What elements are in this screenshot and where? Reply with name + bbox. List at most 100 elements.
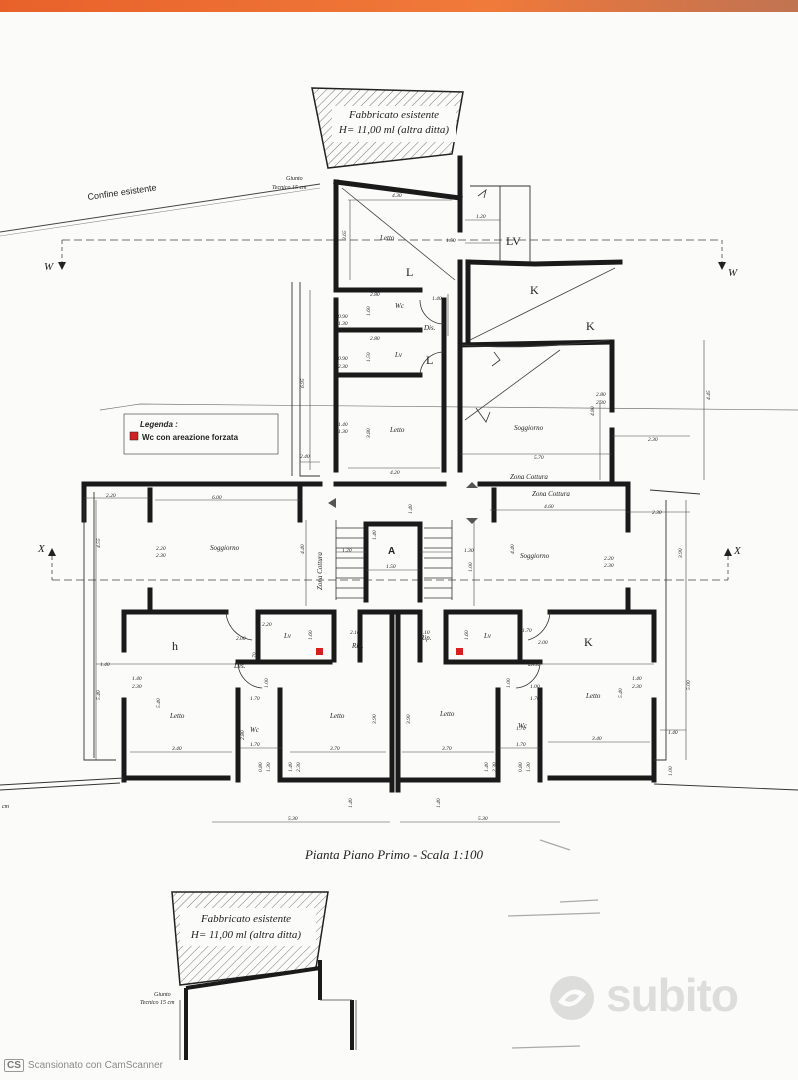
- dim-140b: 1.40: [338, 421, 348, 428]
- room-lv-right: Lv: [483, 632, 492, 640]
- section-w-right: W: [728, 267, 738, 279]
- dim-170d: 1.70: [516, 726, 526, 732]
- dim-140h: 1.40: [483, 762, 490, 772]
- dim-100b: 1.00: [264, 678, 270, 688]
- legend: Legenda : Wc con areazione forzata: [123, 413, 279, 455]
- joint-top-line2: Tecnico 15 cm: [272, 185, 307, 191]
- dim-460: 4.60: [544, 503, 554, 510]
- dim-080b: 0.80: [518, 762, 524, 772]
- dim-170c: 1.70: [516, 742, 526, 748]
- dim-140c2: 1.40: [407, 504, 414, 514]
- joint-top-line1: Giunto: [286, 176, 303, 182]
- section-w-left: W: [44, 261, 54, 273]
- existing-building-bottom-line1: Fabbricato esistente: [200, 913, 291, 925]
- dim-170a: 1.70: [522, 628, 532, 634]
- dim-230j: 2.30: [492, 762, 498, 772]
- handwritten-l-1: L: [406, 265, 413, 279]
- dim-100c: 1.00: [506, 678, 512, 688]
- room-zona-cottura-1: Zona Cottura: [510, 473, 548, 481]
- dim-140j: 1.40: [347, 798, 354, 808]
- dim-210b: 2.10: [420, 630, 430, 636]
- plan-caption: Pianta Piano Primo - Scala 1:100: [304, 847, 484, 862]
- wc-vent-mark-left: [316, 648, 323, 655]
- dim-140g: 1.40: [287, 762, 294, 772]
- dim-170f: 1.70: [530, 696, 540, 702]
- dim-455: 4.55: [95, 538, 102, 548]
- dim-370a: 3.70: [329, 746, 340, 752]
- dim-200a: 2.00: [236, 636, 246, 642]
- dim-340a: 3.40: [171, 745, 182, 752]
- legend-title: Legenda :: [140, 420, 178, 429]
- dim-280b: 2.80: [370, 336, 380, 342]
- walls: [81, 155, 657, 793]
- dim-090b: 0.90: [338, 356, 348, 362]
- cm-label: cm: [2, 804, 10, 810]
- dim-130e: 1.30: [526, 762, 532, 772]
- dim-570: 5.70: [534, 455, 544, 461]
- joint-bottom-line1: Giunto: [154, 992, 171, 998]
- dim-230f: 2.30: [604, 563, 614, 569]
- dim-540a: 5.40: [95, 690, 102, 700]
- existing-building-bottom-line2: H= 11,00 ml (altra ditta): [190, 929, 302, 941]
- room-letto-bc: Letto: [329, 712, 345, 720]
- wc-vent-mark-right: [456, 648, 463, 655]
- handwritten-h: h: [172, 639, 178, 653]
- dim-365: 3.65: [342, 230, 348, 241]
- dim-150b: 1.50: [366, 352, 372, 362]
- dim-440a: 4.40: [299, 544, 306, 554]
- dim-540b: 5.40: [155, 698, 162, 708]
- dim-130d: 1.30: [266, 762, 272, 772]
- dim-390a: 3.90: [678, 548, 684, 559]
- dim-140e: 1.40: [632, 675, 642, 682]
- subito-logo-icon: [550, 976, 594, 1020]
- dim-540c: 5.40: [617, 688, 624, 698]
- dim-230e: 2.30: [156, 553, 166, 559]
- dim-280c: 2.80: [596, 392, 606, 398]
- room-letto-top: Letto: [379, 234, 395, 242]
- dim-130a: 1.30: [338, 321, 348, 327]
- dim-530b: 5.30: [478, 816, 488, 822]
- room-stair-a: A: [388, 546, 395, 557]
- room-dis-left: Dis.: [233, 662, 246, 670]
- camscanner-badge: CS: [4, 1059, 24, 1072]
- dim-230a: 2.30: [338, 364, 348, 370]
- room-zona-cottura-2: Zona Cottura: [532, 490, 570, 498]
- dim-140f: 1.40: [668, 729, 678, 736]
- dim-220d: 2.20: [262, 622, 272, 628]
- dim-080a: 0.80: [258, 762, 264, 772]
- dim-140d: 1.40: [132, 675, 142, 682]
- room-wc-bl: Wc: [250, 726, 260, 734]
- dim-390c: 3.90: [406, 714, 412, 725]
- dim-230b: 2.30: [596, 400, 606, 406]
- room-dis-right: Dis.: [527, 660, 540, 668]
- dim-445: 4.45: [705, 390, 712, 400]
- dim-100e: 1.00: [668, 766, 674, 776]
- room-letto-mid: Letto: [389, 426, 405, 434]
- dim-380: 3.80: [366, 428, 372, 439]
- dim-530a: 5.30: [288, 816, 298, 822]
- room-zona-cottura-v: Zona Cottura: [316, 552, 324, 590]
- dim-150c: 1.50: [386, 564, 396, 570]
- room-lv-top: Lv: [394, 351, 403, 359]
- dim-240: 2.40: [300, 453, 310, 460]
- section-x-right: X: [733, 545, 742, 557]
- room-soggiorno-right: Soggiorno: [520, 552, 550, 560]
- dim-500: 5.00: [686, 680, 692, 690]
- dim-280a: 2.80: [370, 292, 380, 298]
- dim-230c: 2.30: [648, 437, 658, 443]
- dim-340b: 3.40: [591, 735, 602, 742]
- legend-item: Wc con areazione forzata: [142, 433, 239, 442]
- dim-220b: 2.20: [156, 546, 166, 552]
- room-rip-left: Rip.: [351, 642, 364, 650]
- dim-220a: 2.20: [106, 493, 116, 499]
- dim-390b: 3.90: [372, 714, 378, 725]
- room-letto-bc2: Letto: [439, 710, 455, 718]
- dim-210a: 2.10: [350, 630, 360, 636]
- dim-170e: 1.70: [250, 696, 260, 702]
- dim-130b: 1.30: [338, 429, 348, 435]
- stairs: [335, 520, 453, 600]
- dim-170b: 1.70: [250, 742, 260, 748]
